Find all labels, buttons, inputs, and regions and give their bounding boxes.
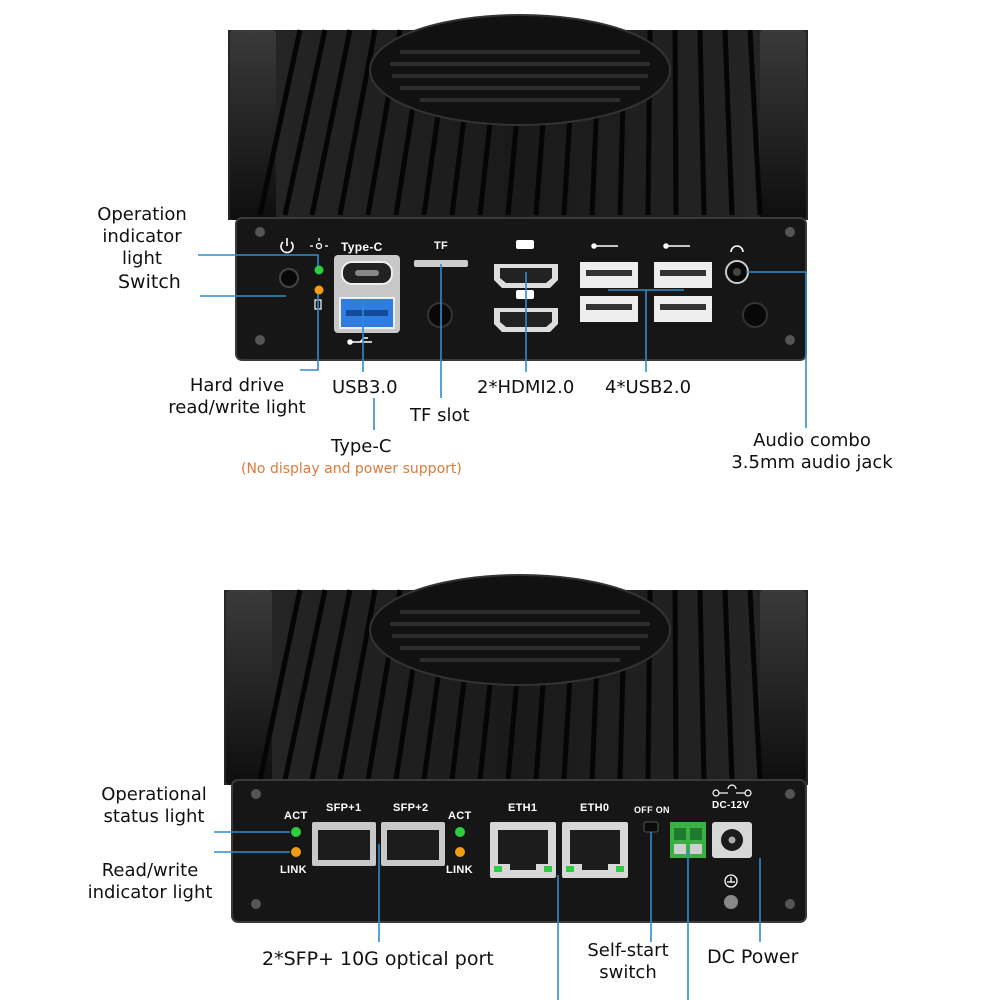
callout-lines (198, 254, 807, 430)
status-light-callout: Operational status light (101, 784, 207, 827)
ground-icon (724, 874, 738, 888)
off-on-panel-label: OFF ON (634, 805, 670, 815)
act-right-label: ACT (448, 810, 472, 822)
antenna-right (742, 302, 768, 328)
rw-light-callout: Read/write indicator light (87, 860, 213, 903)
dc-polarity-icon (712, 784, 752, 797)
screw-icons (255, 227, 795, 345)
sfp1-panel-label: SFP+1 (326, 802, 362, 814)
act-left-label: ACT (284, 810, 308, 822)
act-led-right (455, 827, 465, 837)
self-start-switch[interactable] (643, 821, 659, 833)
tf-slot[interactable] (414, 260, 468, 267)
sfp2-panel-label: SFP+2 (393, 802, 429, 814)
switch-callout: Switch (118, 271, 181, 293)
audio-jack-callout: Audio combo 3.5mm audio jack (731, 430, 893, 473)
operation-led (314, 265, 324, 275)
front-panel-view: Type-C TF Operation indicator light Swit… (97, 14, 893, 477)
hdmi-icon (516, 290, 534, 299)
headphone-icon (730, 245, 744, 253)
link-led-left (291, 847, 301, 857)
power-switch[interactable] (279, 268, 299, 288)
heatsink-fins (228, 14, 808, 220)
operation-indicator-callout: Operation indicator light (97, 204, 187, 269)
antenna-left (427, 302, 453, 328)
type-c-callout: Type-C (331, 436, 392, 457)
link-led-right (455, 847, 465, 857)
link-right-label: LINK (446, 864, 473, 876)
hdmi-callout: 2*HDMI2.0 (477, 377, 575, 398)
power-icon (280, 238, 294, 254)
back-panel-view: SFP+1 SFP+2 ACT LINK ACT LINK ETH1 ETH0 … (0, 500, 1000, 1000)
callout-lines (214, 831, 761, 1000)
type-c-panel-label: Type-C (341, 240, 383, 254)
dc-panel-label: DC-12V (712, 800, 750, 811)
eth0-panel-label: ETH0 (580, 802, 610, 814)
hdd-light-callout: Hard drive read/write light (168, 375, 306, 418)
usb-icon (347, 337, 372, 345)
usb2-callout: 4*USB2.0 (605, 377, 692, 398)
hdd-led (314, 285, 324, 295)
self-start-callout: Self-start switch (587, 940, 669, 983)
sfp-callout: 2*SFP+ 10G optical port (262, 948, 494, 970)
screw-icons (251, 789, 795, 909)
act-led-left (291, 827, 301, 837)
link-left-label: LINK (280, 864, 307, 876)
usb-icon (663, 243, 690, 249)
usb-icon (591, 243, 618, 249)
eth1-panel-label: ETH1 (508, 802, 538, 814)
hdmi-icon (516, 240, 534, 249)
ground-screw (724, 895, 738, 909)
heatsink-fins (224, 574, 808, 785)
usb3-callout: USB3.0 (332, 377, 398, 398)
type-c-note: (No display and power support) (241, 461, 462, 477)
front-device-illustration (198, 14, 808, 430)
tf-panel-label: TF (434, 240, 449, 252)
dc-power-callout: DC Power (707, 946, 799, 968)
back-device-illustration (214, 574, 808, 1000)
light-icon (310, 238, 328, 250)
tf-slot-callout: TF slot (410, 405, 470, 426)
